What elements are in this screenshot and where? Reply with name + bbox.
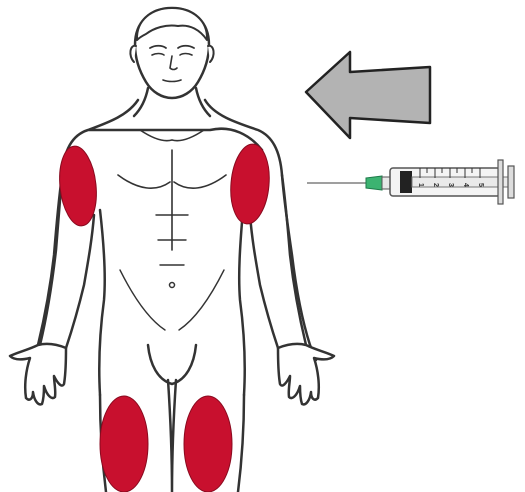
human-figure xyxy=(10,8,334,492)
scale-mark-3: 3 xyxy=(447,183,454,187)
right-hand xyxy=(278,344,334,404)
scale-mark-2: 2 xyxy=(432,183,439,187)
syringe-flange xyxy=(498,160,503,204)
chest-lines xyxy=(118,130,226,250)
scale-mark-1: 1 xyxy=(417,183,424,187)
syringe-tip xyxy=(382,177,390,189)
syringe-plunger-rod xyxy=(412,177,508,187)
syringe-needle-hub xyxy=(366,176,382,190)
syringe-icon: 1 2 3 4 5 xyxy=(307,160,514,204)
scale-mark-4: 4 xyxy=(462,183,469,187)
injection-sites xyxy=(56,142,272,492)
syringe-plunger-stopper xyxy=(400,171,412,193)
syringe-thumb-press xyxy=(508,166,514,198)
scale-mark-5: 5 xyxy=(477,183,484,187)
left-hand xyxy=(10,344,66,404)
navel xyxy=(170,283,175,288)
groin-outline xyxy=(148,345,196,384)
direction-arrow-left xyxy=(306,52,430,138)
injection-site-thigh-right xyxy=(100,396,148,492)
injection-site-thigh-left xyxy=(184,396,232,492)
torso-outline xyxy=(36,100,316,360)
